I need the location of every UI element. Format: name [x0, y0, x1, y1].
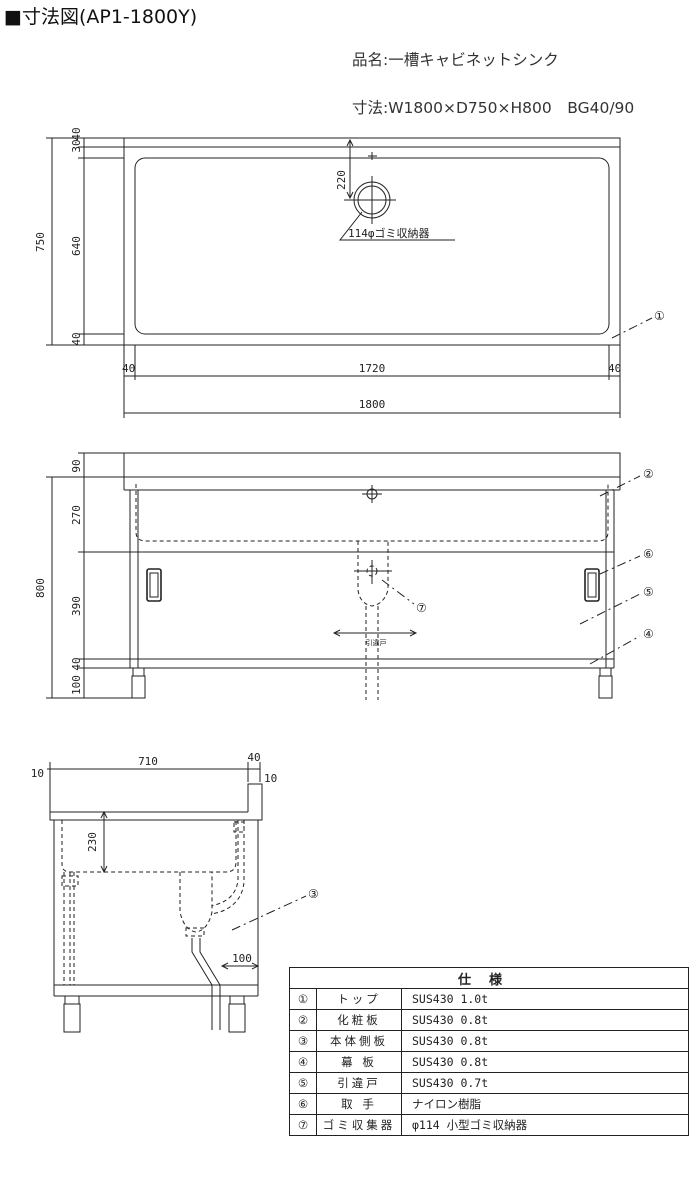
dim-side-230: 230 [86, 832, 99, 852]
marker-7: ⑦ [416, 601, 427, 615]
marker-2: ② [643, 467, 654, 481]
dim-plan-30: 30 [70, 139, 83, 152]
leg-right [598, 675, 613, 699]
dim-front-800: 800 [34, 578, 47, 598]
front-top [123, 452, 621, 478]
dim-plan-40-right: 40 [608, 362, 621, 375]
product-size: 寸法:W1800×D750×H800 BG40/90 [352, 99, 635, 117]
marker-1: ① [654, 309, 665, 323]
marker-3: ③ [308, 887, 319, 901]
door-label: 引違戸 [366, 638, 387, 647]
plan-view: 220 114φゴミ収納器 30 40 640 40 750 40 1720 4… [34, 127, 665, 418]
marker-4: ④ [643, 627, 654, 641]
side-top-profile [49, 783, 263, 821]
front-bowl-hidden [135, 484, 609, 542]
dim-plan-1720: 1720 [359, 362, 386, 375]
dim-plan-750: 750 [34, 232, 47, 252]
dim-plan-640: 640 [70, 236, 83, 256]
dim-220: 220 [335, 170, 348, 190]
dim-front-40: 40 [70, 657, 83, 670]
handle-left [146, 568, 162, 602]
page-title: ■寸法図(AP1-1800Y) [4, 6, 198, 28]
dim-side-40: 40 [247, 751, 260, 764]
side-view: 10 710 40 10 230 100 [31, 751, 319, 1033]
dim-plan-40-bottom: 40 [70, 332, 83, 345]
dim-plan-40-left: 40 [122, 362, 135, 375]
marker-5: ⑤ [643, 585, 654, 599]
handle-right [584, 568, 600, 602]
dim-front-390: 390 [70, 596, 83, 616]
dim-side-10-left: 10 [31, 767, 44, 780]
spec-header: 仕様 [289, 967, 689, 989]
dim-side-100: 100 [232, 952, 252, 965]
dim-front-90: 90 [70, 459, 83, 472]
marker-6: ⑥ [643, 547, 654, 561]
plan-outline [123, 137, 621, 346]
front-view: 引違戸 90 270 390 40 100 800 ② ⑥ ⑤ ④ ⑦ [34, 452, 654, 700]
product-name: 品名:一槽キャビネットシンク [352, 51, 559, 69]
drain-label: 114φゴミ収納器 [348, 226, 430, 240]
side-leg-left [63, 1003, 81, 1033]
side-leg-right [228, 1003, 246, 1033]
leg-left [131, 675, 146, 699]
dim-front-270: 270 [70, 505, 83, 525]
dim-front-100: 100 [70, 675, 83, 695]
dim-plan-1800: 1800 [359, 398, 386, 411]
dim-side-710: 710 [138, 755, 158, 768]
dim-side-10-right: 10 [264, 772, 277, 785]
dim-plan-40-top: 40 [70, 127, 83, 140]
